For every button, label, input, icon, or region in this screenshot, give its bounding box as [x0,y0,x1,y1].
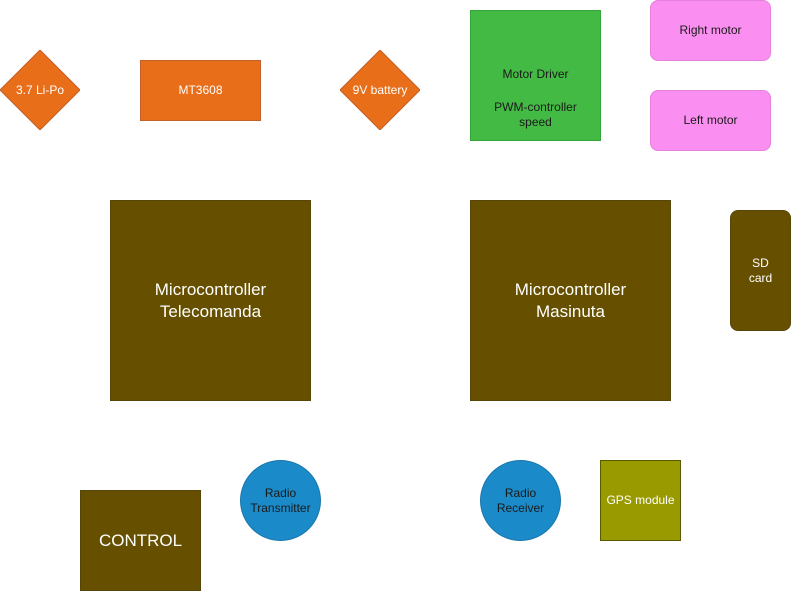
lipo-battery-node: 3.7 Li-Po [0,50,80,130]
lipo-battery-shape [0,50,80,130]
9v-battery-shape [340,50,420,130]
gps-module-node: GPS module [600,460,681,541]
radio-transmitter-label: Radio Transmitter [250,485,311,515]
9v-battery-node: 9V battery [340,50,420,130]
radio-receiver-label: Radio Receiver [496,485,545,515]
pwm-controller-node: PWM-controller speed [470,90,601,141]
mt3608-boost-node: MT3608 [140,60,261,121]
control-node: CONTROL [80,490,201,591]
sd-card-label: SD card [748,255,773,285]
gps-module-label: GPS module [606,493,675,507]
lipo-battery-label: 3.7 Li-Po [15,83,65,97]
right-motor-label: Right motor [679,23,742,37]
control-label: CONTROL [98,530,183,550]
remote-microcontroller-label: Microcontroller Telecomanda [154,280,267,321]
motor-driver-label: Motor Driver [502,67,569,81]
radio-receiver-node: Radio Receiver [480,460,561,541]
radio-transmitter-node: Radio Transmitter [240,460,321,541]
9v-battery-label: 9V battery [352,83,408,97]
left-motor-node: Left motor [650,90,771,151]
motor-driver-node: Motor Driver [470,10,601,91]
mt3608-label: MT3608 [178,83,223,97]
left-motor-label: Left motor [683,113,738,127]
remote-microcontroller-node: Microcontroller Telecomanda [110,200,311,401]
pwm-controller-label: PWM-controller speed [494,100,577,129]
car-microcontroller-label: Microcontroller Masinuta [514,280,627,321]
sd-card-node: SD card [730,210,791,331]
car-microcontroller-node: Microcontroller Masinuta [470,200,671,401]
right-motor-node: Right motor [650,0,771,61]
